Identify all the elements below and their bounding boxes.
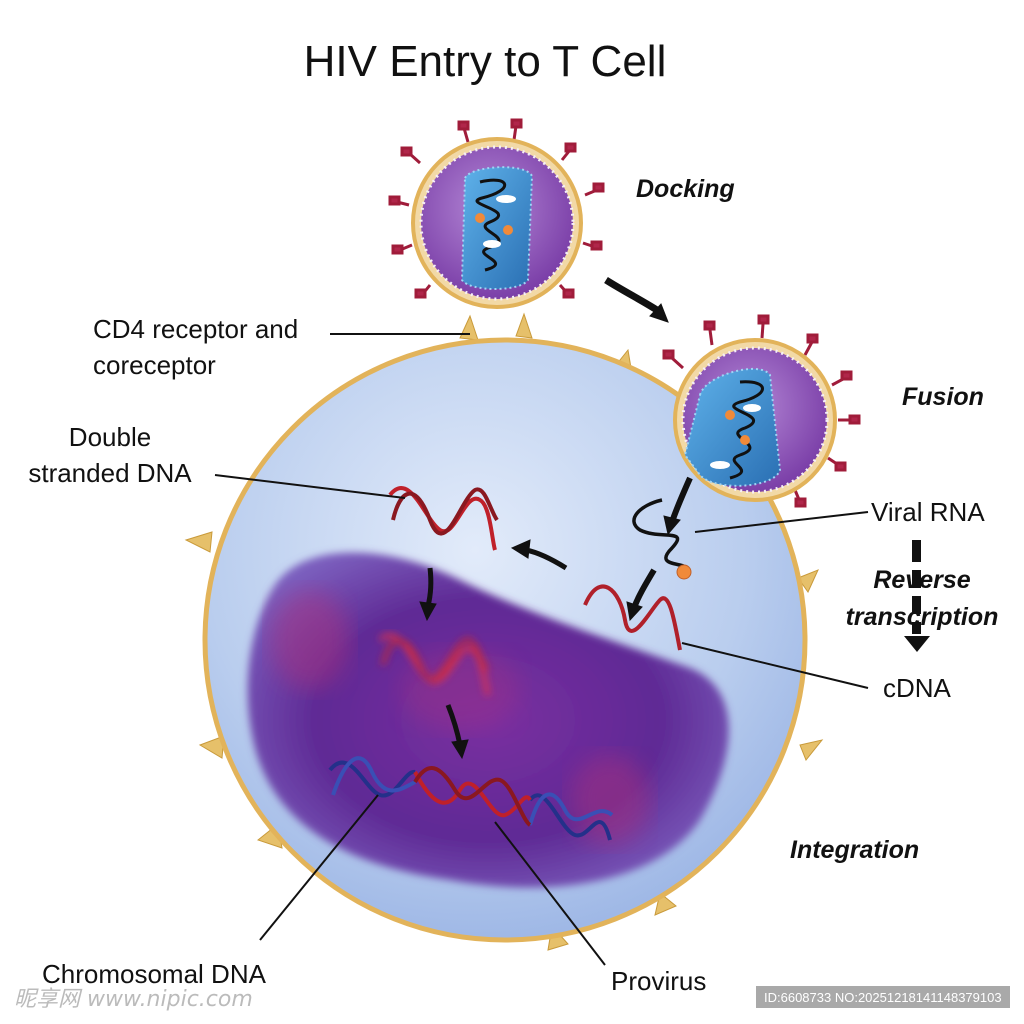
label-viral-rna: Viral RNA	[871, 497, 985, 527]
dna-in-nucleus	[378, 633, 490, 696]
flow-arrows	[419, 277, 693, 760]
stage-reverse-line1: Reverse	[873, 566, 970, 594]
label-dsdna-line2: stranded DNA	[28, 458, 192, 488]
chromosomal-dna	[328, 756, 614, 841]
label-cdna: cDNA	[883, 673, 952, 703]
virus-fusion	[662, 314, 861, 508]
virus-docking	[388, 118, 605, 309]
label-chromosomal-dna: Chromosomal DNA	[42, 959, 267, 989]
provirus	[413, 766, 532, 827]
stage-fusion: Fusion	[902, 383, 984, 411]
watermark-text: 昵享网 www.nipic.com	[14, 987, 253, 1012]
stage-integration: Integration	[790, 836, 919, 864]
leader-lines	[214, 333, 869, 966]
label-cd4-line1: CD4 receptor and	[93, 314, 298, 344]
double-stranded-dna	[388, 486, 499, 551]
stage-reverse-line2: transcription	[846, 603, 999, 631]
label-dsdna-line1: Double	[69, 422, 151, 452]
viral-rna-strand	[632, 498, 692, 580]
watermark-id: ID:6608733 NO:20251218141148379103	[764, 990, 1002, 1005]
diagram-title: HIV Entry to T Cell	[304, 37, 667, 86]
cdna-strand	[583, 584, 682, 651]
watermark-id-box	[756, 986, 1010, 1008]
stage-docking: Docking	[636, 175, 735, 203]
reverse-transcription-arrow	[904, 540, 930, 652]
nucleus	[247, 552, 729, 888]
label-cd4-line2: coreceptor	[93, 350, 216, 380]
label-provirus: Provirus	[611, 966, 706, 996]
